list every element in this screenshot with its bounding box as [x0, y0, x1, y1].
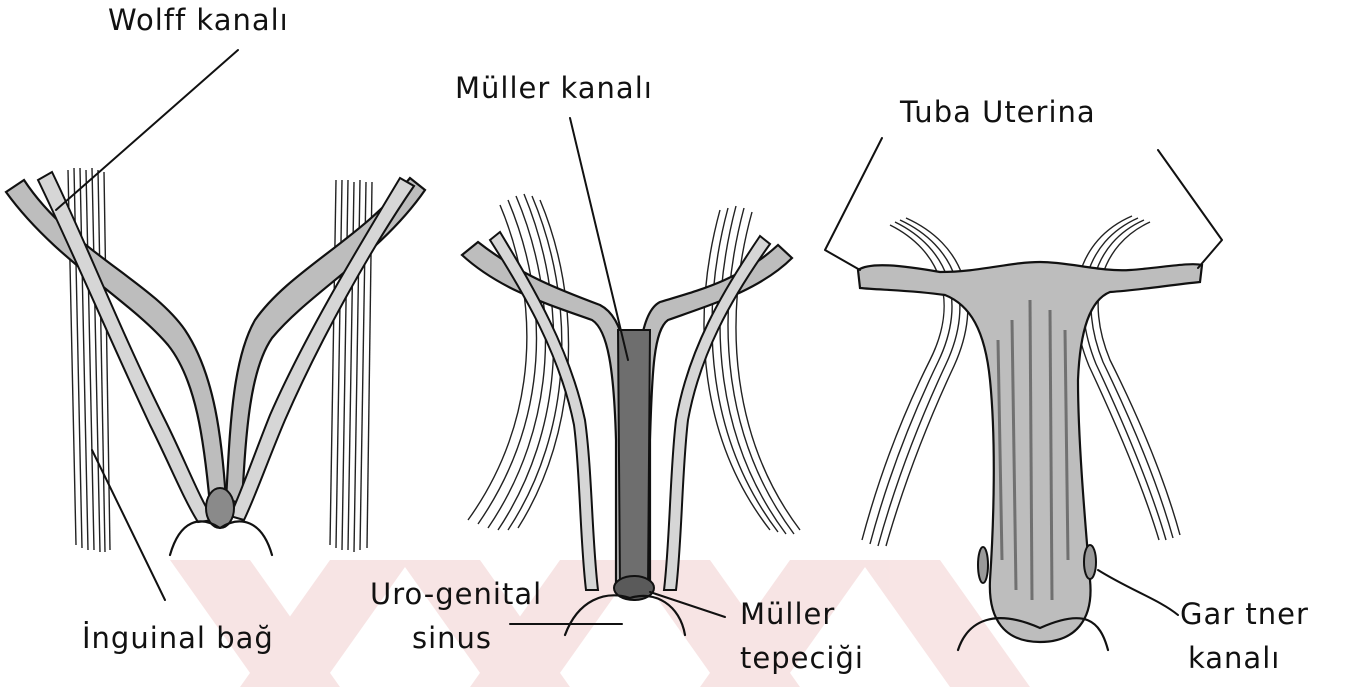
label-kanali: kanalı — [1188, 641, 1280, 675]
label-sinus: sinus — [412, 621, 492, 655]
ligament-right-3 — [1076, 216, 1180, 540]
ligament-left-2 — [468, 194, 569, 530]
label-wolff-kanali: Wolff kanalı — [108, 3, 289, 37]
label-gartner: Gar tner — [1180, 597, 1309, 631]
leader-tuba-left — [825, 138, 882, 270]
label-tepecigi: tepeciği — [740, 641, 864, 675]
gartner-canal-right — [1084, 545, 1096, 579]
panel-indifferent — [6, 50, 425, 600]
panel-male — [462, 118, 800, 635]
muller-duct-left-2 — [462, 242, 632, 590]
label-muller: Müller — [740, 597, 835, 631]
gartner-canal-left — [978, 547, 988, 583]
leader-inguinal — [92, 450, 165, 600]
leader-wolff — [56, 50, 238, 210]
leader-tuba-right — [1158, 150, 1222, 268]
urogenital-sinus-1 — [170, 521, 272, 555]
label-tuba-uterina: Tuba Uterina — [899, 95, 1096, 129]
label-muller-kanali: Müller kanalı — [455, 71, 653, 105]
label-uro-genital: Uro-genital — [370, 577, 542, 611]
muller-duct-right-2 — [636, 245, 792, 590]
leader-gartner — [1098, 570, 1178, 615]
label-inguinal-bag: İnguinal bağ — [82, 621, 274, 655]
